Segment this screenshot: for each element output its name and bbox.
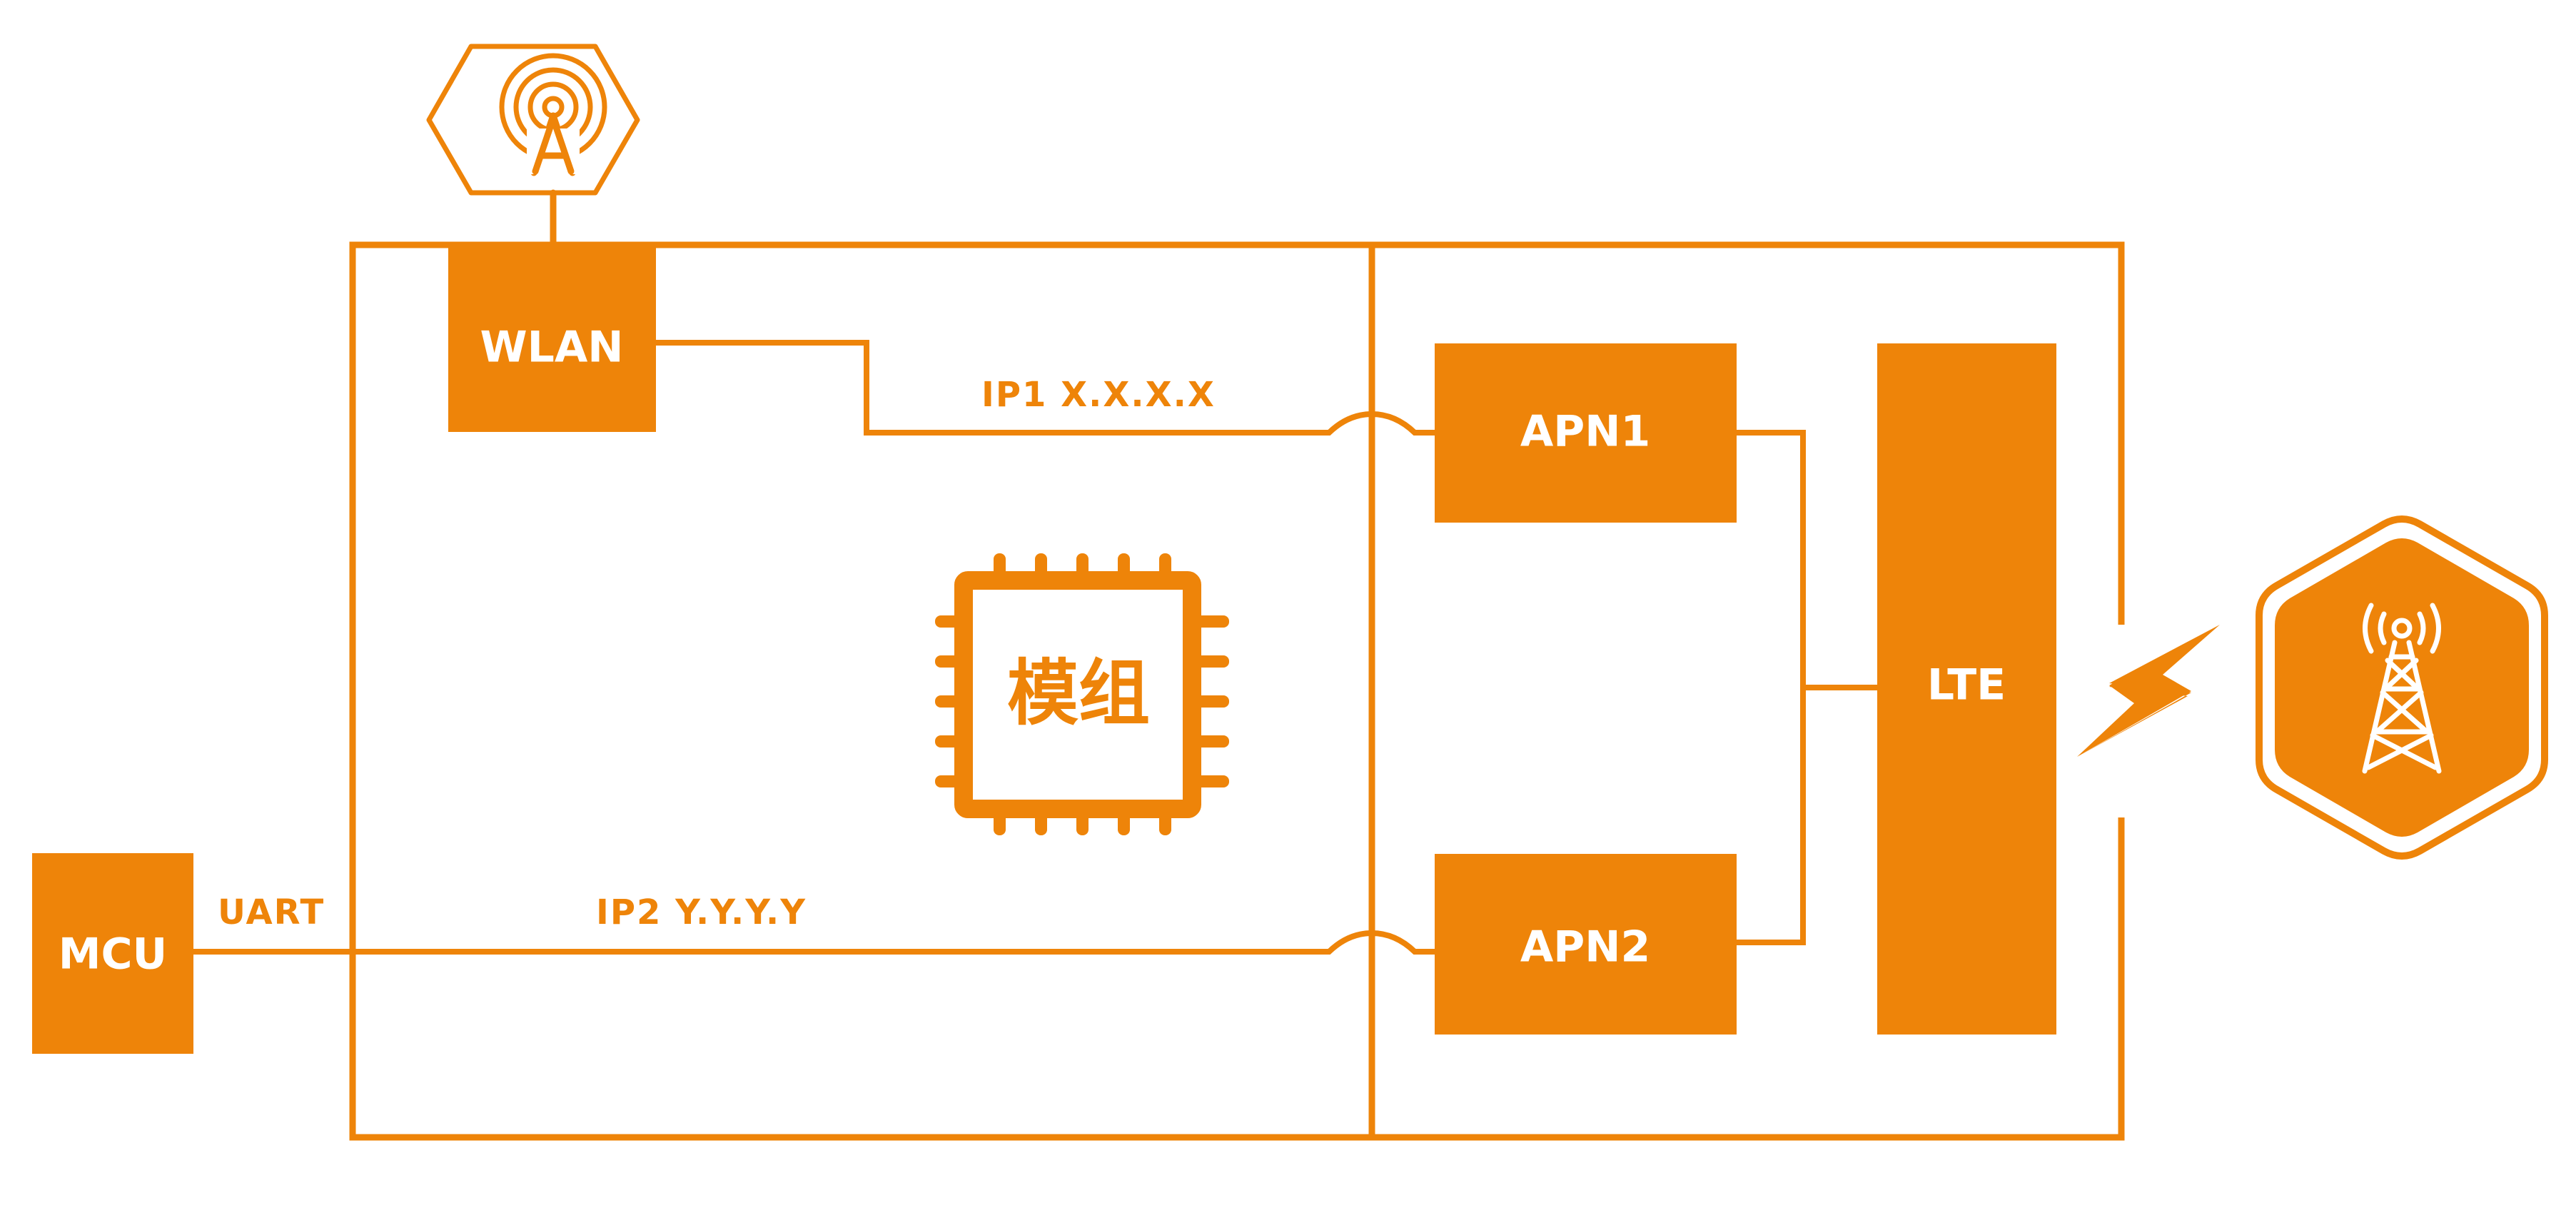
chip-icon bbox=[935, 553, 1229, 835]
mcu-box bbox=[32, 853, 193, 1054]
mcu-label: MCU bbox=[59, 930, 167, 980]
wlan-box bbox=[448, 245, 656, 432]
lte-box bbox=[1877, 343, 2056, 1035]
ip1-label: IP1 X.X.X.X bbox=[981, 375, 1216, 415]
wlan-label: WLAN bbox=[480, 323, 623, 373]
ip2-connection bbox=[193, 930, 1435, 955]
apn2-box bbox=[1435, 854, 1737, 1035]
lte-label: LTE bbox=[1927, 660, 2006, 710]
apn-lte-connectors bbox=[1737, 430, 1877, 945]
lightning-signal-fill bbox=[2077, 625, 2220, 757]
ip2-label: IP2 Y.Y.Y.Y bbox=[596, 892, 807, 932]
ip1-connection bbox=[656, 340, 1435, 436]
wifi-antenna-mast bbox=[527, 115, 580, 175]
module-label: 模组 bbox=[1007, 651, 1150, 735]
uart-label: UART bbox=[218, 892, 325, 932]
apn1-label: APN1 bbox=[1520, 407, 1650, 457]
apn1-box bbox=[1435, 343, 1737, 523]
cell-tower-hexagon-icon bbox=[2256, 515, 2548, 860]
apn2-label: APN2 bbox=[1520, 922, 1650, 972]
